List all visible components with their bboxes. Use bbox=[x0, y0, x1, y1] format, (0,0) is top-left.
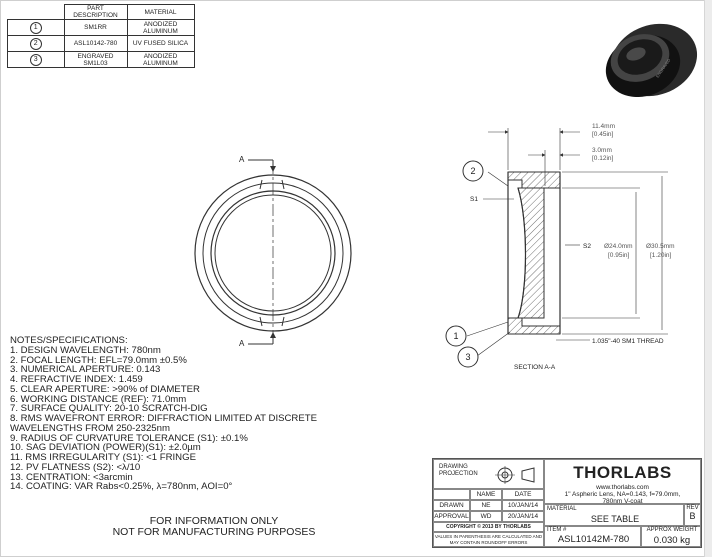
section-view-label: SECTION A-A bbox=[514, 364, 556, 371]
note-line: 14. COATING: VAR Rabs<0.25%, λ=780nm, AO… bbox=[10, 481, 233, 493]
weight-label: APPROX WEIGHT bbox=[646, 527, 698, 533]
note-line: 2. FOCAL LENGTH: EFL=79.0mm ±0.5% bbox=[10, 354, 187, 366]
website: www.thorlabs.com bbox=[596, 484, 649, 491]
parts-table-header: PART DESCRIPTION MATERIAL bbox=[7, 4, 195, 20]
note-line: 1. DESIGN WAVELENGTH: 780nm bbox=[10, 344, 161, 356]
item-number: ASL10142M-780 bbox=[557, 534, 630, 545]
approval-date: 20/JAN/14 bbox=[502, 511, 544, 522]
balloon-2: 2 bbox=[462, 160, 484, 182]
projection-icon bbox=[495, 466, 535, 484]
note-line: 8. RMS WAVEFRONT ERROR: DIFFRACTION LIMI… bbox=[10, 413, 318, 424]
balloon-3: 3 bbox=[457, 346, 479, 368]
surface-s1: S1 bbox=[470, 196, 478, 203]
surface-s2: S2 bbox=[583, 243, 591, 250]
note-line: 9. RADIUS OF CURVATURE TOLERANCE (S1): ±… bbox=[10, 432, 248, 444]
dim-outer-dia: Ø30.5mm bbox=[646, 243, 675, 250]
dim-length-in: [0.45in] bbox=[592, 131, 614, 138]
svg-text:1: 1 bbox=[453, 331, 458, 341]
name-header: NAME bbox=[470, 489, 502, 500]
date-header: DATE bbox=[502, 489, 544, 500]
approval-label: APPROVAL bbox=[433, 511, 470, 522]
rev-value: B bbox=[689, 511, 696, 521]
dim-thickness: 3.0mm bbox=[592, 147, 612, 154]
lens-tube-render: ENGRAVED bbox=[605, 23, 698, 98]
approval-name: WD bbox=[470, 511, 502, 522]
note-line: 5. CLEAR APERTURE: >90% of DIAMETER bbox=[10, 383, 200, 395]
section-label-bottom: A bbox=[239, 339, 245, 348]
material-value: SEE TABLE bbox=[590, 514, 640, 524]
table-row: 1 SM1RR ANODIZED ALUMINUM bbox=[7, 19, 195, 36]
note-line: 11. RMS IRREGULARITY (S1): <1 FRINGE bbox=[10, 452, 196, 463]
note-line: 13. CENTRATION: <3arcmin bbox=[10, 471, 133, 483]
weight-value: 0.030 kg bbox=[653, 535, 691, 546]
material-label: MATERIAL bbox=[547, 506, 577, 512]
item-balloon: 1 bbox=[29, 21, 42, 34]
copyright: COPYRIGHT © 2013 BY THORLABS bbox=[433, 522, 544, 532]
front-view bbox=[194, 159, 352, 345]
table-row: 2 ASL10142-780 UV FUSED SILICA bbox=[7, 35, 195, 52]
parts-table: PART DESCRIPTION MATERIAL 1 SM1RR ANODIZ… bbox=[7, 4, 195, 68]
section-label-top: A bbox=[239, 155, 245, 164]
note-line: 12. PV FLATNESS (S2): <λ/10 bbox=[10, 461, 141, 473]
projection-label: DRAWING PROJECTION bbox=[439, 464, 478, 477]
note-line: WAVELENGTHS FROM 250-2325nm bbox=[10, 422, 170, 434]
thread-note: 1.035"-40 SM1 THREAD bbox=[592, 338, 664, 345]
svg-text:3: 3 bbox=[465, 352, 470, 362]
note-line: 3. NUMERICAL APERTURE: 0.143 bbox=[10, 364, 161, 376]
table-row: 3 ENGRAVED SM1L03 ANODIZED ALUMINUM bbox=[7, 51, 195, 68]
part-material: ANODIZED ALUMINUM bbox=[126, 51, 195, 68]
dim-lens-dia: Ø24.0mm bbox=[604, 243, 633, 250]
info-notice: FOR INFORMATION ONLY NOT FOR MANUFACTURI… bbox=[112, 515, 316, 538]
notes-specifications: NOTES/SPECIFICATIONS: 1. DESIGN WAVELENG… bbox=[10, 336, 317, 492]
drawn-date: 10/JAN/14 bbox=[502, 500, 544, 511]
dim-lens-dia-in: [0.95in] bbox=[608, 252, 630, 259]
balloon-1: 1 bbox=[445, 325, 467, 347]
note-line: 7. SURFACE QUALITY: 20-10 SCRATCH-DIG bbox=[10, 403, 208, 415]
notes-heading: NOTES/SPECIFICATIONS: bbox=[10, 335, 128, 346]
note-line: 4. REFRACTIVE INDEX: 1.459 bbox=[10, 374, 143, 385]
part-title: 1" Aspheric Lens, NA=0.143, f=79.0mm, 78… bbox=[564, 491, 681, 505]
dim-thickness-in: [0.12in] bbox=[592, 155, 614, 162]
scrollbar[interactable] bbox=[704, 0, 712, 557]
dim-outer-dia-in: [1.20in] bbox=[650, 252, 672, 259]
thorlabs-logo: THORLABS bbox=[573, 463, 672, 482]
item-balloon: 2 bbox=[29, 37, 42, 50]
note-line: 10. SAG DEVIATION (POWER)(S1): ±2.0µm bbox=[10, 442, 201, 454]
dim-length: 11.4mm bbox=[592, 123, 615, 130]
rev-label: REV bbox=[686, 505, 699, 511]
svg-text:2: 2 bbox=[470, 166, 475, 176]
section-view bbox=[466, 128, 668, 357]
item-label: ITEM # bbox=[547, 527, 567, 533]
item-balloon: 3 bbox=[29, 53, 42, 66]
note-line: 6. WORKING DISTANCE (REF): 71.0mm bbox=[10, 393, 187, 405]
drawn-name: NE bbox=[470, 500, 502, 511]
title-block: DRAWING PROJECTION NAME DATE DRAWN NE 10… bbox=[432, 458, 702, 548]
dimensions: S1 S2 11.4mm [0.45in] 3.0mm [0.12in] Ø24… bbox=[470, 123, 675, 371]
drawn-label: DRAWN bbox=[433, 500, 470, 511]
disclaimer: VALUES IN PARENTHESIS ARE CALCULATED AND… bbox=[433, 532, 544, 547]
